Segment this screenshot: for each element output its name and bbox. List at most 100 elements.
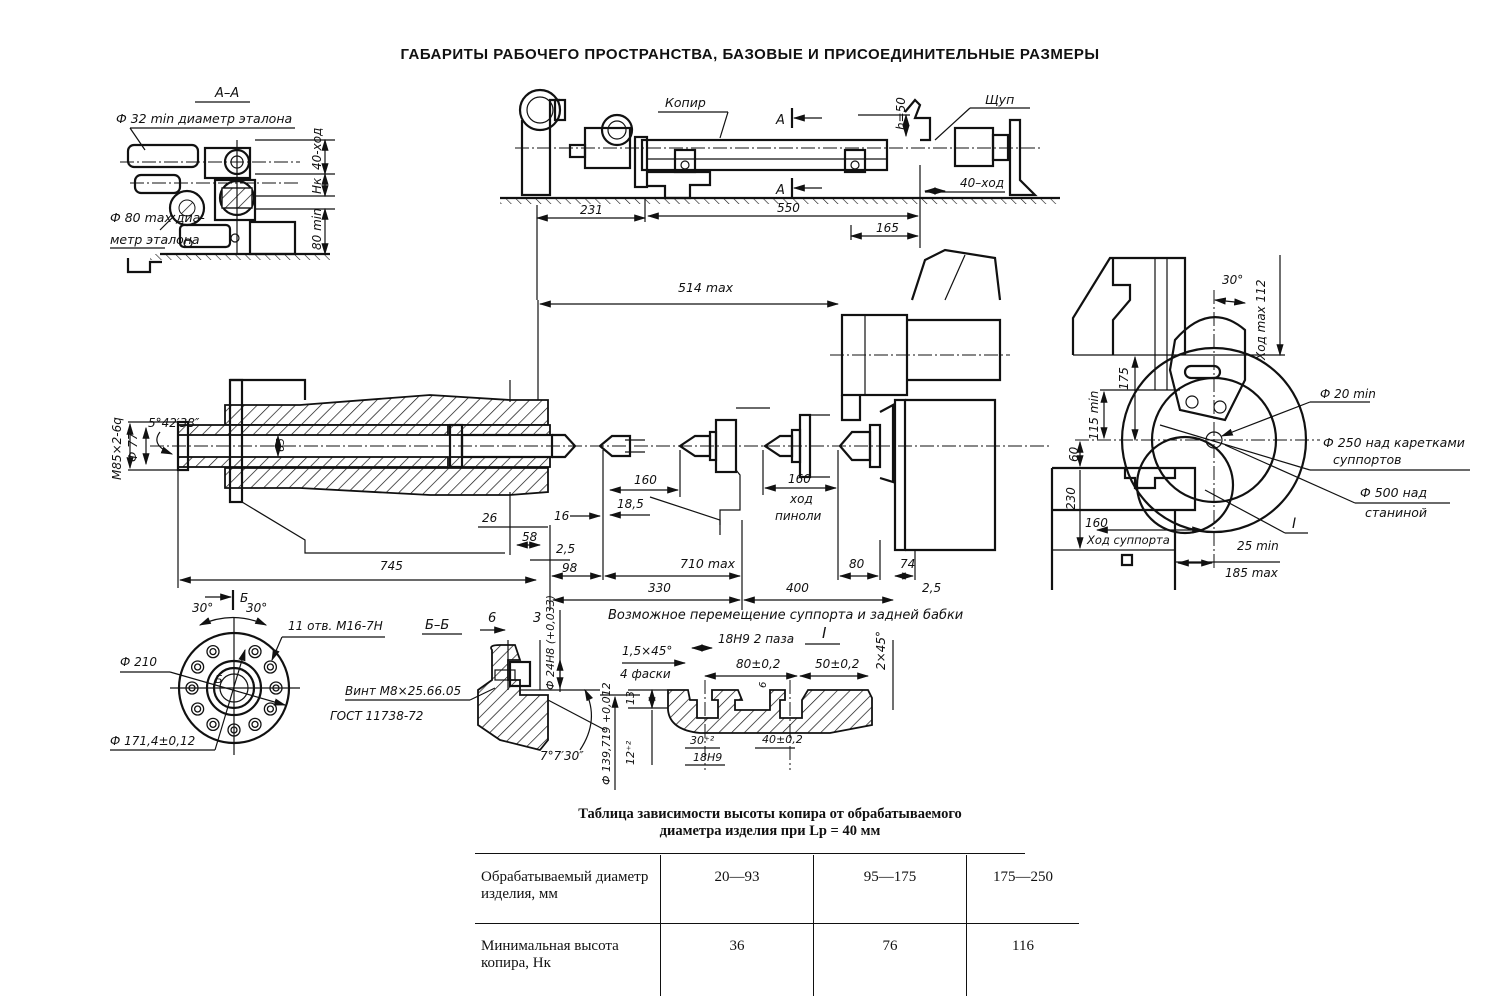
- table-top-rule: [475, 853, 1025, 854]
- section-a-a: А–А Ф 32 min диаметр эталона 40-: [110, 86, 335, 272]
- dim-175-side: 175: [1117, 367, 1131, 390]
- flange-view: Б 30° 30° Б 11 отв. M16-7H Ф 210 Ф 171,4…: [110, 590, 385, 755]
- dim-50-detail: 50±0,2: [815, 657, 859, 671]
- cell: 175—250: [967, 855, 1080, 924]
- bb-dim6: 6: [488, 611, 496, 626]
- phi210-label: Ф 210: [120, 655, 157, 669]
- hod-label: ход: [789, 492, 813, 506]
- phi250-line1: Ф 250 над каретками: [1323, 435, 1465, 450]
- main-view: 514 max: [110, 250, 1050, 623]
- dim-514max: 514 max: [678, 280, 734, 295]
- dim-25min: 25 min: [1237, 539, 1279, 553]
- aa-stroke40: 40-ход: [310, 128, 324, 170]
- phi24-label: Ф 24H8 (+0,033): [544, 595, 557, 690]
- bolt-hole: [267, 664, 273, 670]
- dim-16: 16: [554, 509, 570, 523]
- a-mark-bottom: А: [775, 183, 785, 198]
- dim-160-side: 160: [1085, 516, 1108, 530]
- table-caption: Таблица зависимости высоты копира от обр…: [470, 806, 1070, 840]
- copier-height-table: Обрабатываемый диаметр изделия, мм 20—93…: [475, 855, 1079, 996]
- chamfer2-label: 2×45°: [874, 631, 888, 670]
- angle-label: 5°42′38″: [148, 416, 200, 430]
- bolt-hole: [249, 718, 261, 730]
- phi77-label: Ф 77: [126, 432, 140, 462]
- aa-min80: 80 min: [310, 208, 324, 250]
- dim-2-5b: 2,5: [922, 581, 941, 595]
- dim-65: 65: [274, 438, 287, 452]
- aa-hk: Hк: [310, 177, 324, 194]
- phi500-line2: станиной: [1365, 505, 1427, 520]
- screw-line1: Винт M8×25.66.05: [345, 684, 461, 698]
- a-mark-top: А: [775, 113, 785, 128]
- dim-98: 98: [562, 561, 578, 575]
- chamfer4-label: 4 фаски: [620, 667, 671, 681]
- top-view: А А Копир Щуп h=50 40–ход 231 550 165: [500, 90, 1060, 300]
- dim-18-5: 18,5: [617, 497, 644, 511]
- bolt-hole: [264, 703, 276, 715]
- phi20-label: Ф 20 min: [1320, 387, 1376, 401]
- bb-angle: 7°7′30″: [540, 749, 584, 763]
- dim-80: 80: [849, 557, 865, 571]
- slot-label: 18H9 2 паза: [718, 632, 794, 646]
- bolt-hole: [249, 646, 261, 658]
- side-view: Ход max 112 30° 175 115 min 60 230 160 Х…: [1052, 255, 1470, 590]
- phi32-label: Ф 32 min диаметр эталона: [116, 111, 292, 126]
- table-caption-line1: Таблица зависимости высоты копира от обр…: [470, 806, 1070, 823]
- dim-80-detail: 80±0,2: [736, 657, 780, 671]
- pinoli-label: пиноли: [775, 509, 822, 523]
- bolt-hole: [207, 718, 219, 730]
- phi80-line2: метр эталона: [110, 232, 200, 247]
- dim-13-detail: 13: [624, 691, 637, 705]
- hod-supporta: Ход суппорта: [1086, 533, 1170, 547]
- bolt-hole: [192, 703, 204, 715]
- dim-231: 231: [580, 203, 603, 217]
- dim-40-detail: 40±0,2: [762, 733, 803, 746]
- angle-30a: 30°: [192, 601, 213, 615]
- bolt-hole: [252, 649, 258, 655]
- row-label-diameter: Обрабатываемый диаметр изделия, мм: [475, 855, 661, 924]
- bolt-hole: [252, 721, 258, 727]
- dim-6-detail: 6: [758, 682, 769, 688]
- table-caption-line2: диаметра изделия при Lр = 40 мм: [470, 823, 1070, 840]
- dim-58: 58: [522, 530, 538, 544]
- dim-160b: 160: [788, 472, 811, 486]
- bolt-hole: [210, 649, 216, 655]
- bolt-hole: [210, 721, 216, 727]
- phi80-line1: Ф 80 max диа-: [110, 210, 205, 225]
- kopir-label: Копир: [665, 95, 706, 110]
- bb-dim3: 3: [533, 611, 541, 626]
- screw-line2: ГОСТ 11738-72: [330, 709, 423, 723]
- cell: 95—175: [814, 855, 967, 924]
- chamfer-label: 1,5×45°: [622, 644, 672, 658]
- cell: 76: [814, 924, 967, 996]
- detail-i: I 1,5×45° 4 фаски 18H9 2 паза 80±0,2 50±…: [620, 624, 893, 770]
- dim-2-5a: 2,5: [556, 542, 575, 556]
- bolt-hole: [195, 664, 201, 670]
- dim-115min: 115 min: [1087, 391, 1101, 440]
- b-inner: Б: [215, 673, 223, 686]
- dim-330: 330: [648, 581, 671, 595]
- bolt-hole: [264, 661, 276, 673]
- angle-30-side: 30°: [1222, 273, 1243, 287]
- dim-60-side: 60: [1067, 446, 1081, 462]
- dim-710max: 710 max: [680, 556, 736, 571]
- cell: 116: [967, 924, 1080, 996]
- bolt-hole: [192, 661, 204, 673]
- cell: 20—93: [661, 855, 814, 924]
- holes-label: 11 отв. M16-7H: [288, 619, 383, 633]
- dim-12-detail: 12⁺²: [624, 740, 637, 765]
- section-aa-label: А–А: [214, 86, 239, 101]
- dim-745: 745: [380, 559, 403, 573]
- detail-i-label: I: [822, 624, 827, 642]
- cell: 36: [661, 924, 814, 996]
- phi171-label: Ф 171,4±0,12: [110, 734, 195, 748]
- dim-74: 74: [900, 557, 915, 571]
- m85-label: M85×2-6q: [110, 417, 124, 480]
- roman-i-side: I: [1292, 516, 1296, 532]
- phi250-line2: суппортов: [1333, 452, 1402, 467]
- shchup-label: Щуп: [985, 92, 1014, 107]
- dim-400: 400: [786, 581, 809, 595]
- table-row: Обрабатываемый диаметр изделия, мм 20—93…: [475, 855, 1079, 924]
- dim-30-detail: 30⁺²: [690, 734, 715, 747]
- dim-18h9-detail: 18H9: [693, 751, 722, 764]
